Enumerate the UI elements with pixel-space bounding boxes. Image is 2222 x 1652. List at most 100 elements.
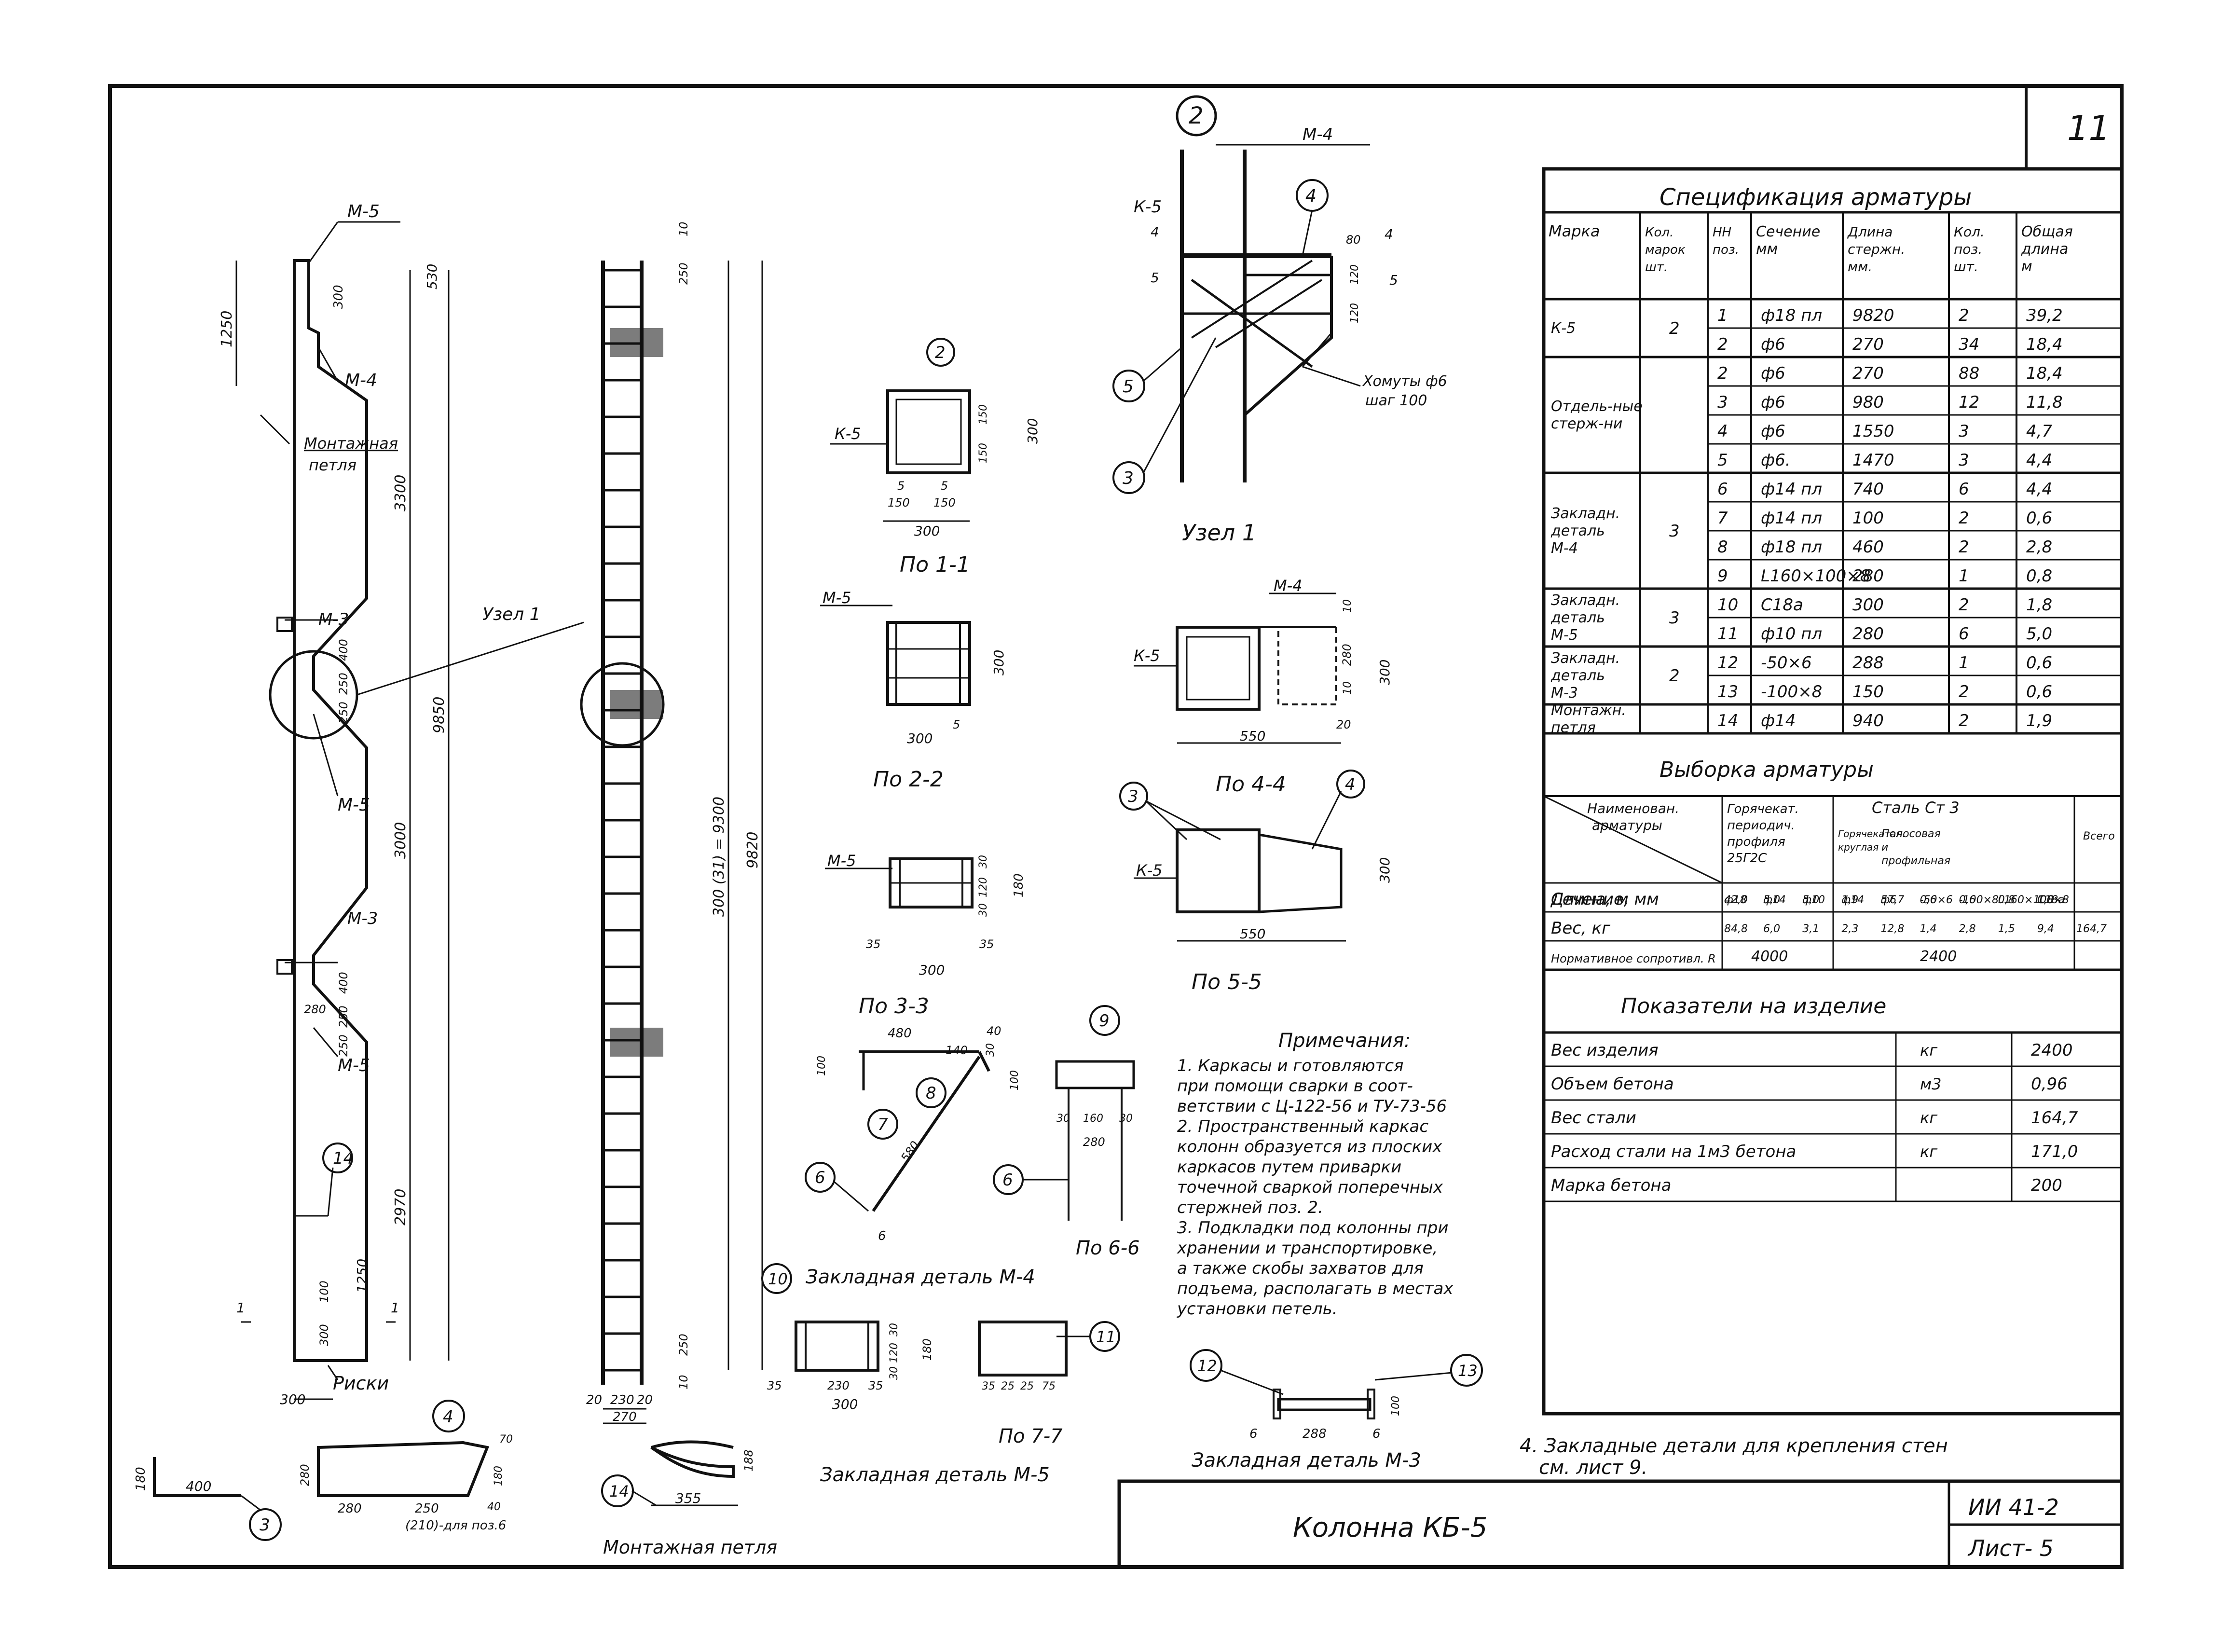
spec-cell: 740 <box>1852 480 1884 499</box>
m5-dim-30a: 30 <box>888 1323 900 1336</box>
sample-norm-steel: 2400 <box>1920 948 1957 965</box>
label-m3-a: М-3 <box>318 610 349 629</box>
m3-title: Закладная деталь М-3 <box>1192 1449 1421 1472</box>
cage-dim-250: 250 <box>677 262 690 285</box>
spec-cell: ф6 <box>1761 364 1785 383</box>
sample-cell: 6,0 <box>1763 923 1780 935</box>
m5-dim-300: 300 <box>832 1396 858 1412</box>
spec-header: шт. <box>1954 259 1978 275</box>
dim-2970: 2970 <box>392 1189 409 1225</box>
spec-cell: 6 <box>1717 480 1728 499</box>
d4-dim-70: 70 <box>499 1433 513 1446</box>
sample-strip: профильная <box>1881 855 1950 867</box>
d4-note: (210)-для поз.6 <box>405 1518 506 1533</box>
spec-header: мм. <box>1848 259 1872 275</box>
sheet-corner-number: 11 <box>2067 109 2110 148</box>
m5-title: Закладная деталь М-5 <box>820 1464 1050 1486</box>
s11-title: По 1-1 <box>900 552 970 577</box>
indicator-label: Вес изделия <box>1551 1041 1659 1060</box>
section-1-1: 2 К-5 5 150 150 5 300 150 150 300 По 1-1 <box>830 338 1041 577</box>
sample-cell: ф10 <box>1802 894 1825 906</box>
dim-250b: 250 <box>337 702 350 724</box>
s33-dim-30a: 30 <box>977 855 989 868</box>
node1-dim-5b: 5 <box>1389 272 1398 288</box>
spec-cell: 980 <box>1852 393 1884 412</box>
m5-dim-25b: 25 <box>1020 1380 1034 1392</box>
m5-dim-120: 120 <box>888 1343 900 1363</box>
sample-row-label: Сечение, мм <box>1551 890 1659 909</box>
m5-section: По 7-7 <box>999 1425 1063 1447</box>
m4-dim-40: 40 <box>987 1024 1001 1038</box>
m4-dim-580: 580 <box>898 1139 922 1165</box>
section-5-5: 3 4 К-5 550 300 По 5-5 <box>1119 770 1393 994</box>
m4-callout-7: 7 <box>878 1115 888 1134</box>
s44-dim-550: 550 <box>1240 728 1265 744</box>
indicator-label: Расход стали на 1м3 бетона <box>1551 1142 1796 1161</box>
s66-dim-30a: 30 <box>1056 1113 1070 1125</box>
indicator-value: 2400 <box>2031 1041 2073 1060</box>
s55-callout-4: 4 <box>1345 775 1356 794</box>
spec-cell: ф14 пл <box>1761 480 1822 499</box>
spec-cell: 0,6 <box>2026 509 2052 528</box>
spec-cell: L160×100×8 <box>1761 566 1870 586</box>
m5-dim-25a: 25 <box>1001 1380 1015 1392</box>
m5-dim-35c: 35 <box>982 1380 995 1392</box>
m3-dim-100: 100 <box>1390 1396 1402 1416</box>
note-4b: см. лист 9. <box>1539 1457 1647 1479</box>
spec-cell: 12 <box>1959 393 1979 412</box>
d3-callout: 3 <box>260 1515 270 1535</box>
sample-cell: С18а <box>2037 894 2065 906</box>
sample-cell: 1,4 <box>1920 923 1937 935</box>
s11-dim-150c: 150 <box>977 404 989 425</box>
spec-header: поз. <box>1713 243 1739 257</box>
m5-dim-30b: 30 <box>888 1366 900 1380</box>
m3-callout-13: 13 <box>1458 1362 1478 1380</box>
s66-dim-280: 280 <box>1083 1135 1105 1149</box>
m3-dim-288: 288 <box>1303 1427 1327 1441</box>
node1-circle-cage <box>580 662 665 747</box>
m5-dim-35b: 35 <box>868 1379 883 1392</box>
spec-cell: 11,8 <box>2026 393 2063 412</box>
dim-1250: 1250 <box>219 311 235 347</box>
m4-callout-6: 6 <box>815 1168 825 1187</box>
indicator-value: 171,0 <box>2031 1142 2078 1161</box>
cage-dim-9820: 9820 <box>744 832 761 868</box>
spec-cell: -50×6 <box>1761 653 1812 673</box>
sample-cell: 0,8 <box>1998 894 2015 906</box>
spec-cell: 5 <box>1717 451 1728 470</box>
spec-cell: 0,6 <box>2026 653 2052 673</box>
s11-dim-150b: 150 <box>933 496 956 509</box>
s22-dim-300v: 300 <box>991 650 1007 675</box>
label-loop2: петля <box>309 456 357 474</box>
m4-title: Закладная деталь М-4 <box>806 1266 1035 1288</box>
s22-m5: М-5 <box>823 589 851 607</box>
spec-cell: 7 <box>1717 509 1728 528</box>
node1-m4: М-4 <box>1303 125 1333 144</box>
spec-cell: ф6 <box>1761 393 1785 412</box>
spec-header: Общая <box>2021 223 2073 240</box>
dim-250c: 250 <box>337 1005 350 1028</box>
spec-marka: Отдель-ные <box>1551 398 1643 415</box>
sample-hot: периодич. <box>1727 818 1795 833</box>
node1-dim-120b: 120 <box>1349 303 1361 323</box>
indicator-value: 200 <box>2031 1176 2062 1195</box>
s66-callout-9: 9 <box>1099 1011 1110 1031</box>
spec-cell: ф18 пл <box>1761 306 1822 325</box>
s44-dim-20: 20 <box>1336 718 1351 731</box>
m5-dim-35a: 35 <box>767 1379 782 1392</box>
s11-k5: К-5 <box>835 425 861 443</box>
sample-row-label: Вес, кг <box>1551 919 1611 938</box>
spec-cell: 280 <box>1852 566 1884 586</box>
m4-dim-30: 30 <box>985 1043 997 1057</box>
indicator-label: Вес стали <box>1551 1108 1636 1128</box>
spec-cell: 18,4 <box>2026 335 2063 354</box>
s66-callout-6: 6 <box>1002 1170 1013 1190</box>
spec-cell: 2 <box>1717 335 1728 354</box>
spec-cell: 2 <box>1959 537 1969 557</box>
spec-marka: деталь <box>1550 523 1605 539</box>
sample-hot: профиля <box>1727 835 1785 849</box>
s55-callout-3: 3 <box>1128 787 1138 806</box>
spec-cell: 4 <box>1717 422 1728 441</box>
